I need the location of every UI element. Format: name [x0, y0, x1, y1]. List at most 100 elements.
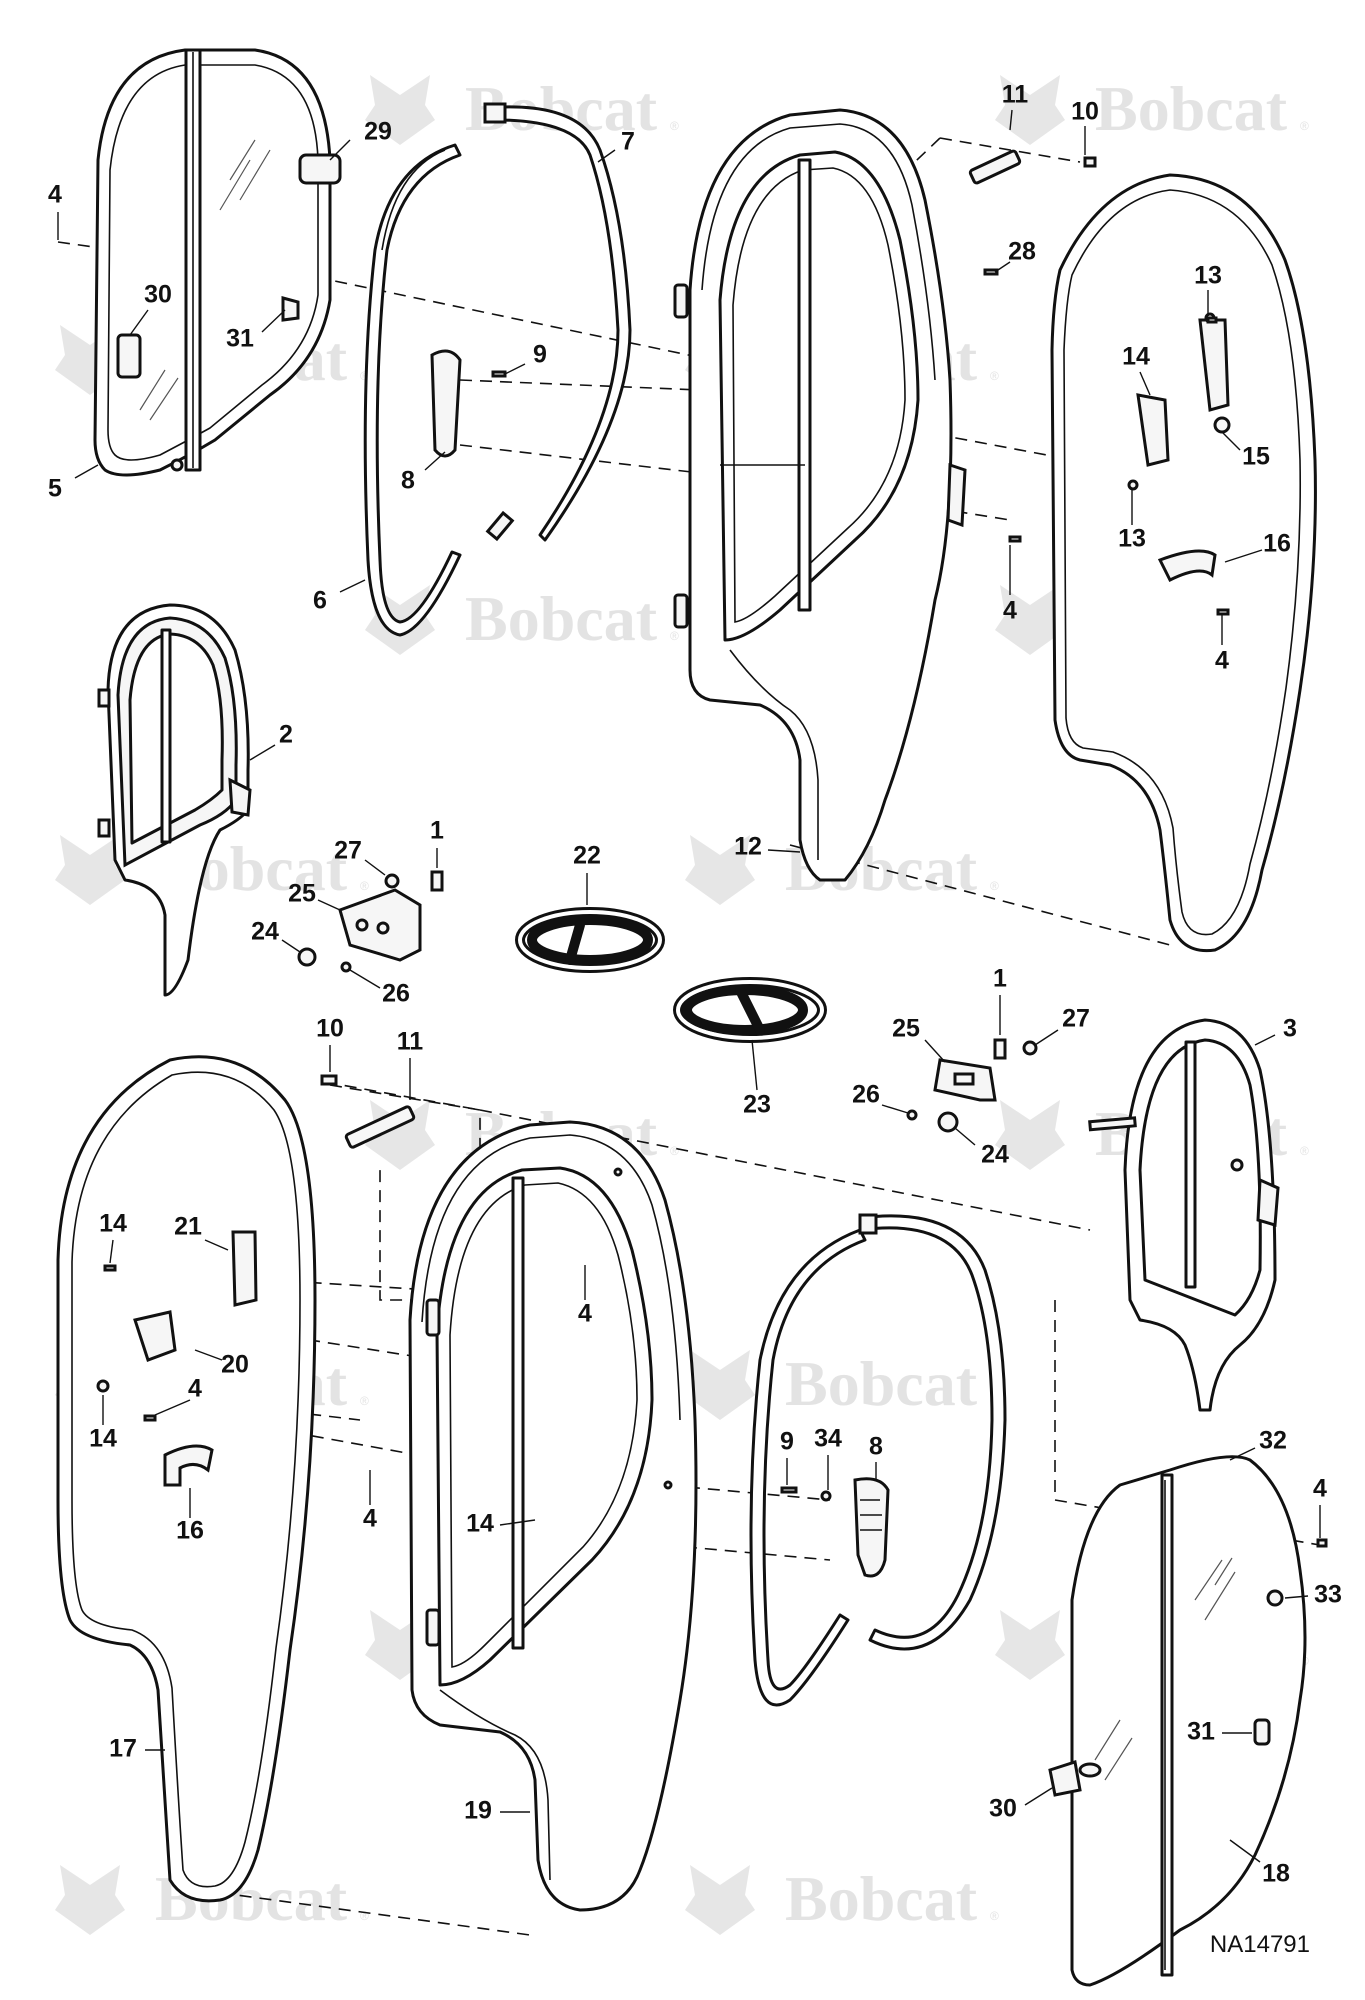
bobcat-logo-icon: [995, 1100, 1065, 1170]
callout-pointer: [767, 849, 801, 853]
callout-21: 21: [174, 1213, 202, 1241]
callout-pointer: [329, 139, 351, 161]
callout-13: 13: [1194, 262, 1222, 290]
callout-27: 27: [334, 837, 362, 865]
door-panel-seal-right-top: [1050, 173, 1317, 953]
callout-9: 9: [533, 341, 547, 369]
watermark-reg-mark: ®: [360, 369, 369, 383]
callout-pointer: [109, 1239, 114, 1264]
callout-pointer: [74, 464, 99, 479]
callout-20: 20: [221, 1351, 249, 1379]
callout-pointer: [364, 859, 386, 876]
callout-13: 13: [1118, 525, 1146, 553]
callout-26: 26: [852, 1081, 880, 1109]
callout-pointer: [1139, 371, 1151, 396]
callout-pointer: [281, 939, 301, 953]
diagram-reference: NA14791: [1210, 1931, 1310, 1958]
callout-33: 33: [1314, 1581, 1342, 1609]
callout-4: 4: [1003, 597, 1017, 625]
callout-pointer: [339, 579, 366, 593]
callout-pointer: [204, 1239, 229, 1251]
callout-8: 8: [869, 1433, 883, 1461]
door-glass-5: [93, 48, 342, 477]
callout-pointer: [261, 309, 286, 333]
bobcat-logo-icon: [995, 585, 1065, 655]
callout-26: 26: [382, 980, 410, 1008]
callout-11: 11: [1002, 81, 1029, 109]
callout-10: 10: [1071, 98, 1099, 126]
watermark-brand: Bobcat: [465, 583, 658, 654]
callout-23: 23: [743, 1091, 771, 1119]
seal-coil-23: [673, 977, 827, 1043]
hinge-bracket-25-left: [297, 870, 444, 973]
door-frame-12: [673, 108, 967, 882]
callout-pointer: [424, 451, 446, 471]
callout-28: 28: [1008, 238, 1036, 266]
callout-15: 15: [1242, 443, 1270, 471]
callout-pointer: [317, 899, 341, 911]
callout-8: 8: [401, 467, 415, 495]
bobcat-logo-icon: [995, 1610, 1065, 1680]
seal-strip-6: [363, 143, 462, 637]
fasteners-top: [430, 149, 1230, 616]
callout-22: 22: [573, 842, 601, 870]
callout-1: 1: [430, 817, 444, 845]
watermark-reg-mark: ®: [990, 879, 999, 893]
callout-31: 31: [226, 325, 254, 353]
callout-pointer: [1034, 1029, 1059, 1046]
watermark-brand: Bobcat: [785, 1863, 978, 1934]
callout-pointer: [1221, 431, 1241, 451]
watermark-reg-mark: ®: [360, 1394, 369, 1408]
callout-24: 24: [981, 1141, 1009, 1169]
callout-3: 3: [1283, 1015, 1297, 1043]
bobcat-logo-icon: [995, 75, 1065, 145]
callout-6: 6: [313, 587, 327, 615]
callout-pointer: [1254, 1034, 1276, 1046]
watermark-brand: Bobcat: [785, 1348, 978, 1419]
callout-17: 17: [109, 1735, 137, 1763]
callout-pointer: [1284, 1595, 1309, 1599]
callout-4: 4: [363, 1505, 377, 1533]
callout-pointer: [924, 1039, 946, 1063]
seal-strip-7: [483, 102, 632, 542]
callout-31: 31: [1187, 1718, 1215, 1746]
watermark-reg-mark: ®: [360, 1909, 369, 1923]
watermark-reg-mark: ®: [670, 119, 679, 133]
callout-pointer: [1229, 1447, 1256, 1461]
callout-pointer: [249, 744, 276, 761]
callout-pointer: [349, 969, 381, 989]
callout-30: 30: [144, 281, 172, 309]
watermark-reg-mark: ®: [1300, 119, 1309, 133]
callout-27: 27: [1062, 1005, 1090, 1033]
callout-pointer: [597, 149, 616, 163]
callout-32: 32: [1259, 1427, 1287, 1455]
callout-16: 16: [1263, 530, 1291, 558]
hinge-bracket-25-right: [906, 1038, 1038, 1133]
callout-pointer: [504, 363, 526, 375]
callout-pointer: [129, 309, 149, 336]
callout-9: 9: [780, 1428, 794, 1456]
callout-7: 7: [621, 128, 635, 156]
callout-14: 14: [99, 1210, 127, 1238]
watermark-reg-mark: ®: [670, 629, 679, 643]
callout-pointer: [994, 261, 1011, 273]
callout-pointer: [1024, 1787, 1053, 1806]
callout-pointer: [499, 1519, 536, 1526]
callout-pointer: [1224, 549, 1263, 563]
watermark-reg-mark: ®: [670, 1144, 679, 1158]
watermark-brand: Bobcat: [1095, 73, 1288, 144]
watermark-reg-mark: ®: [990, 1909, 999, 1923]
callout-19: 19: [464, 1797, 492, 1825]
callout-10: 10: [316, 1015, 344, 1043]
bobcat-logo-icon: [685, 1865, 755, 1935]
callout-14: 14: [466, 1510, 494, 1538]
seal-strip-lower: [749, 1213, 1007, 1707]
bobcat-logo-icon: [685, 1350, 755, 1420]
callout-16: 16: [176, 1517, 204, 1545]
callout-4: 4: [578, 1300, 592, 1328]
callout-1: 1: [993, 965, 1007, 993]
bobcat-logo-icon: [55, 835, 125, 905]
bobcat-logo-icon: [365, 75, 435, 145]
